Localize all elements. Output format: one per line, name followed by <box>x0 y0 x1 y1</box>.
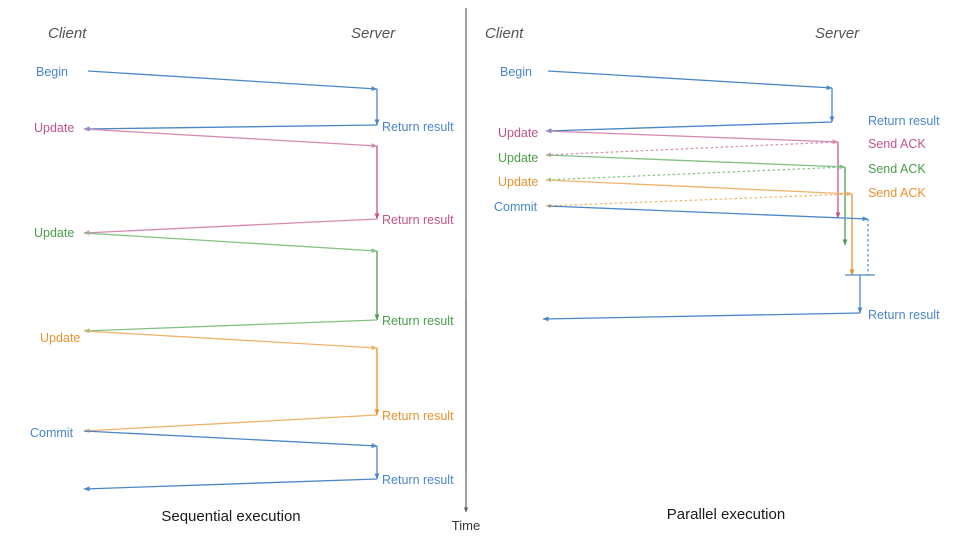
message-label-parallel-4: Update <box>498 151 538 165</box>
message-label-sequential-5: Return result <box>382 314 454 328</box>
message-label-sequential-1: Return result <box>382 120 454 134</box>
flow-update3-ack <box>545 193 853 209</box>
message-label-parallel-7: Send ACK <box>868 186 926 200</box>
actor-label-server: Server <box>351 25 396 42</box>
flow-update3-response <box>83 414 378 434</box>
message-label-sequential-7: Return result <box>382 409 454 423</box>
message-label-parallel-3: Send ACK <box>868 137 926 151</box>
flow-commit-request <box>83 430 378 449</box>
flow-update2-ack <box>545 166 846 183</box>
flow-update2-response <box>83 319 378 334</box>
time-axis: Time <box>452 300 480 533</box>
message-label-sequential-9: Return result <box>382 473 454 487</box>
flow-begin-response <box>83 124 378 132</box>
actor-label-client: Client <box>485 25 524 42</box>
flow-update2-request <box>83 232 378 254</box>
flow-update1-response <box>83 218 378 236</box>
flow-begin-response <box>545 121 833 134</box>
flow-update1-request <box>83 128 378 149</box>
flow-begin-request <box>547 70 833 91</box>
flow-commit-response <box>83 478 378 492</box>
message-label-sequential-6: Update <box>40 331 80 345</box>
flow-update1-ack <box>545 141 839 158</box>
message-label-sequential-8: Commit <box>30 426 74 440</box>
actor-label-client: Client <box>48 25 87 42</box>
flow-update1-request <box>545 130 839 145</box>
message-label-parallel-0: Begin <box>500 65 532 79</box>
message-label-parallel-2: Update <box>498 126 538 140</box>
flow-update3-request <box>83 330 378 351</box>
message-label-sequential-4: Update <box>34 226 74 240</box>
panel-caption-parallel: Parallel execution <box>667 506 785 523</box>
message-label-sequential-3: Return result <box>382 213 454 227</box>
flow-begin-request <box>87 70 378 92</box>
panel-caption-sequential: Sequential execution <box>161 508 300 525</box>
message-label-parallel-8: Commit <box>494 200 538 214</box>
actor-label-server: Server <box>815 25 860 42</box>
time-axis-label: Time <box>452 518 480 533</box>
message-label-parallel-6: Update <box>498 175 538 189</box>
flow-commit-response <box>542 312 861 322</box>
flow-update3-request <box>545 179 853 197</box>
flow-update2-request <box>545 154 846 170</box>
message-label-parallel-9: Return result <box>868 308 940 322</box>
flow-commit-request <box>547 205 869 222</box>
message-label-sequential-0: Begin <box>36 65 68 79</box>
message-label-sequential-2: Update <box>34 121 74 135</box>
message-label-parallel-1: Return result <box>868 114 940 128</box>
message-label-parallel-5: Send ACK <box>868 162 926 176</box>
